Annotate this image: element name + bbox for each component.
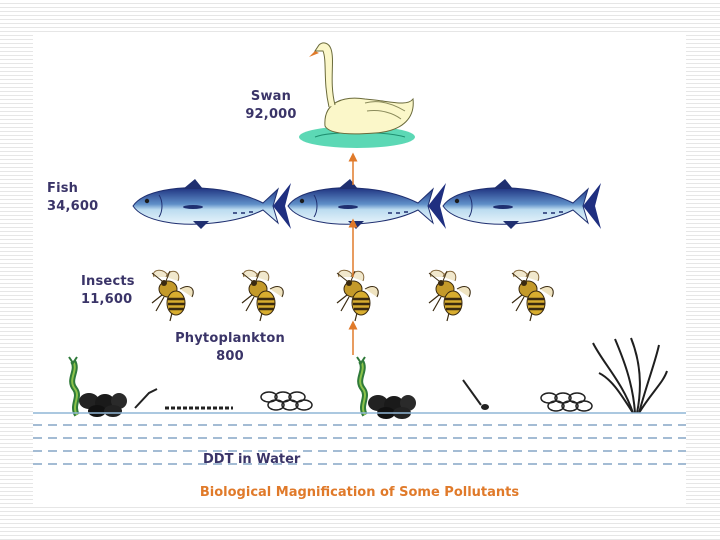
insects-name: Insects [81, 273, 161, 291]
fish-illustration-3 [443, 179, 601, 229]
swan-label: Swan 92,000 [231, 88, 311, 124]
plankton-sliver-1 [135, 389, 233, 408]
food-chain-illustration [33, 33, 686, 506]
diagram-caption: Biological Magnification of Some Polluta… [33, 485, 686, 500]
fish-illustration-1 [133, 179, 291, 229]
phytoplankton-value: 800 [167, 348, 293, 366]
plankton-net-1 [261, 392, 312, 410]
swan-illustration [299, 43, 415, 148]
phytoplankton-name: Phytoplankton [167, 330, 293, 348]
fish-value: 34,600 [47, 198, 127, 216]
insect-illustration-2 [242, 270, 283, 321]
swan-value: 92,000 [231, 106, 311, 124]
seaweed-illustration-2 [357, 357, 365, 415]
fish-name: Fish [47, 180, 127, 198]
water-label: DDT in Water [203, 452, 300, 467]
water-lines [33, 425, 686, 464]
insects-value: 11,600 [81, 291, 161, 309]
seaweed-illustration-1 [69, 357, 77, 415]
insect-illustration-3 [337, 270, 378, 321]
plankton-grass [593, 338, 667, 413]
fish-illustration-2 [288, 179, 446, 229]
fish-label: Fish 34,600 [47, 180, 127, 216]
insect-illustration-5 [512, 270, 553, 321]
phytoplankton-label: Phytoplankton 800 [167, 330, 293, 366]
insect-illustration-4 [429, 270, 470, 321]
plankton-blob-2 [368, 395, 416, 419]
insects-label: Insects 11,600 [81, 273, 161, 309]
plankton-sliver-2 [463, 380, 489, 410]
diagram-panel: Swan 92,000 Fish 34,600 Insects 11,600 P… [33, 33, 686, 506]
swan-name: Swan [231, 88, 311, 106]
plankton-net-2 [541, 393, 592, 411]
